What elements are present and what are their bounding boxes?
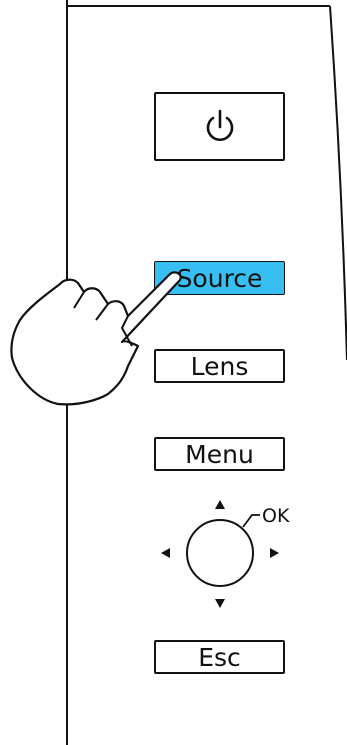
- menu-button-label: Menu: [185, 439, 254, 469]
- ok-label: OK: [262, 505, 290, 527]
- lens-button[interactable]: Lens: [154, 349, 285, 383]
- ok-leader-line: [242, 514, 260, 528]
- esc-button[interactable]: Esc: [154, 640, 285, 674]
- up-arrow-icon[interactable]: [215, 500, 225, 509]
- right-arrow-icon[interactable]: [270, 548, 279, 558]
- power-button[interactable]: [154, 92, 285, 161]
- left-arrow-icon[interactable]: [161, 548, 170, 558]
- pointing-hand-icon: [10, 271, 182, 406]
- power-icon: [206, 109, 233, 141]
- source-button-label: Source: [176, 263, 263, 293]
- directional-pad[interactable]: [140, 490, 300, 620]
- ok-button[interactable]: [186, 519, 254, 587]
- menu-button[interactable]: Menu: [154, 437, 285, 471]
- down-arrow-icon[interactable]: [215, 599, 225, 608]
- lens-button-label: Lens: [190, 351, 249, 381]
- esc-button-label: Esc: [198, 642, 241, 672]
